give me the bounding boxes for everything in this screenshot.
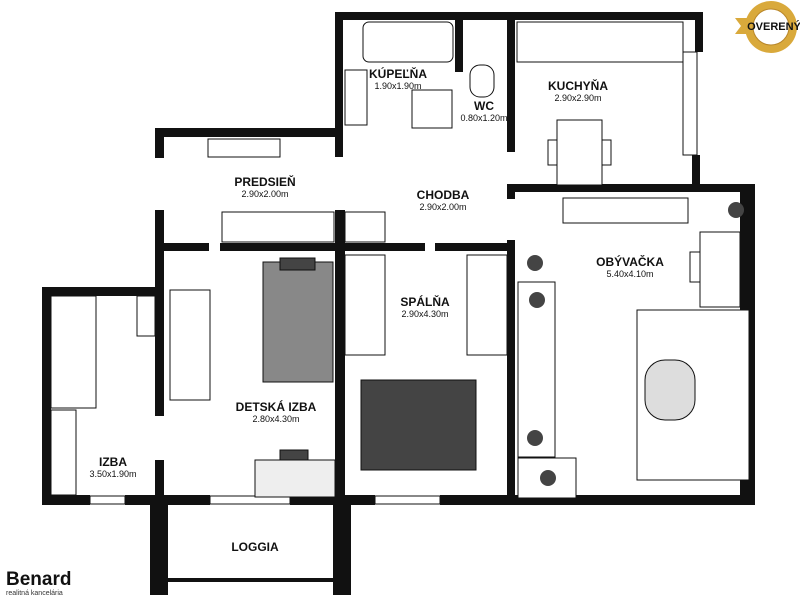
room-dims: 2.90x2.90m <box>554 93 602 103</box>
desk <box>699 231 741 308</box>
room-name: DETSKÁ IZBA <box>235 400 317 414</box>
kitchen-table <box>556 119 603 186</box>
room-name: KUCHYŇA <box>548 79 608 93</box>
bathtub <box>362 21 454 63</box>
desk-detska <box>254 459 336 498</box>
room-dims: 2.80x4.30m <box>252 414 300 424</box>
room-name: WC <box>474 99 494 113</box>
room-loggia: LOGGIA <box>231 540 278 554</box>
room-name: CHODBA <box>416 188 470 202</box>
room-dims: 5.40x4.10m <box>606 269 654 279</box>
badge-seal-icon <box>735 1 797 53</box>
room-dims: 3.50x1.90m <box>89 469 137 479</box>
room-dims: 1.90x1.90m <box>374 81 422 91</box>
toilet <box>469 64 495 98</box>
kitchen-counter <box>516 21 684 63</box>
room-dims: 2.90x4.30m <box>401 309 449 319</box>
wardrobe-spalna <box>344 254 386 356</box>
wardrobe-predsien <box>207 138 281 158</box>
room-dims: 2.90x2.00m <box>419 202 467 212</box>
bed-single <box>262 261 334 383</box>
bed-double <box>360 379 477 471</box>
badge-title: OVERENÝ <box>747 21 800 33</box>
tv-unit <box>517 281 556 458</box>
room-name: SPÁLŇA <box>400 295 450 309</box>
brand-logo: Benard realitná kancelária <box>6 569 72 598</box>
windows <box>89 51 698 505</box>
washer <box>411 89 453 129</box>
brand-name: Benard <box>6 569 72 590</box>
wardrobe-detska <box>169 289 211 401</box>
verified-badge: OVERENÝ <box>735 0 800 54</box>
wardrobe-obyvacka <box>562 197 689 224</box>
room-name: PREDSIEŇ <box>234 175 296 189</box>
room-name: IZBA <box>99 455 127 469</box>
room-name: OBÝVAČKA <box>596 255 664 269</box>
room-name: LOGGIA <box>231 540 279 554</box>
room-dims: 0.80x1.20m <box>460 113 508 123</box>
room-name: KÚPEĽŇA <box>368 67 428 81</box>
sink <box>344 69 368 126</box>
brand-tagline: realitná kancelária <box>6 590 63 597</box>
room-dims: 2.90x2.00m <box>241 189 289 199</box>
sofa-izba <box>50 295 97 409</box>
furniture <box>50 21 750 499</box>
plants <box>527 202 744 486</box>
